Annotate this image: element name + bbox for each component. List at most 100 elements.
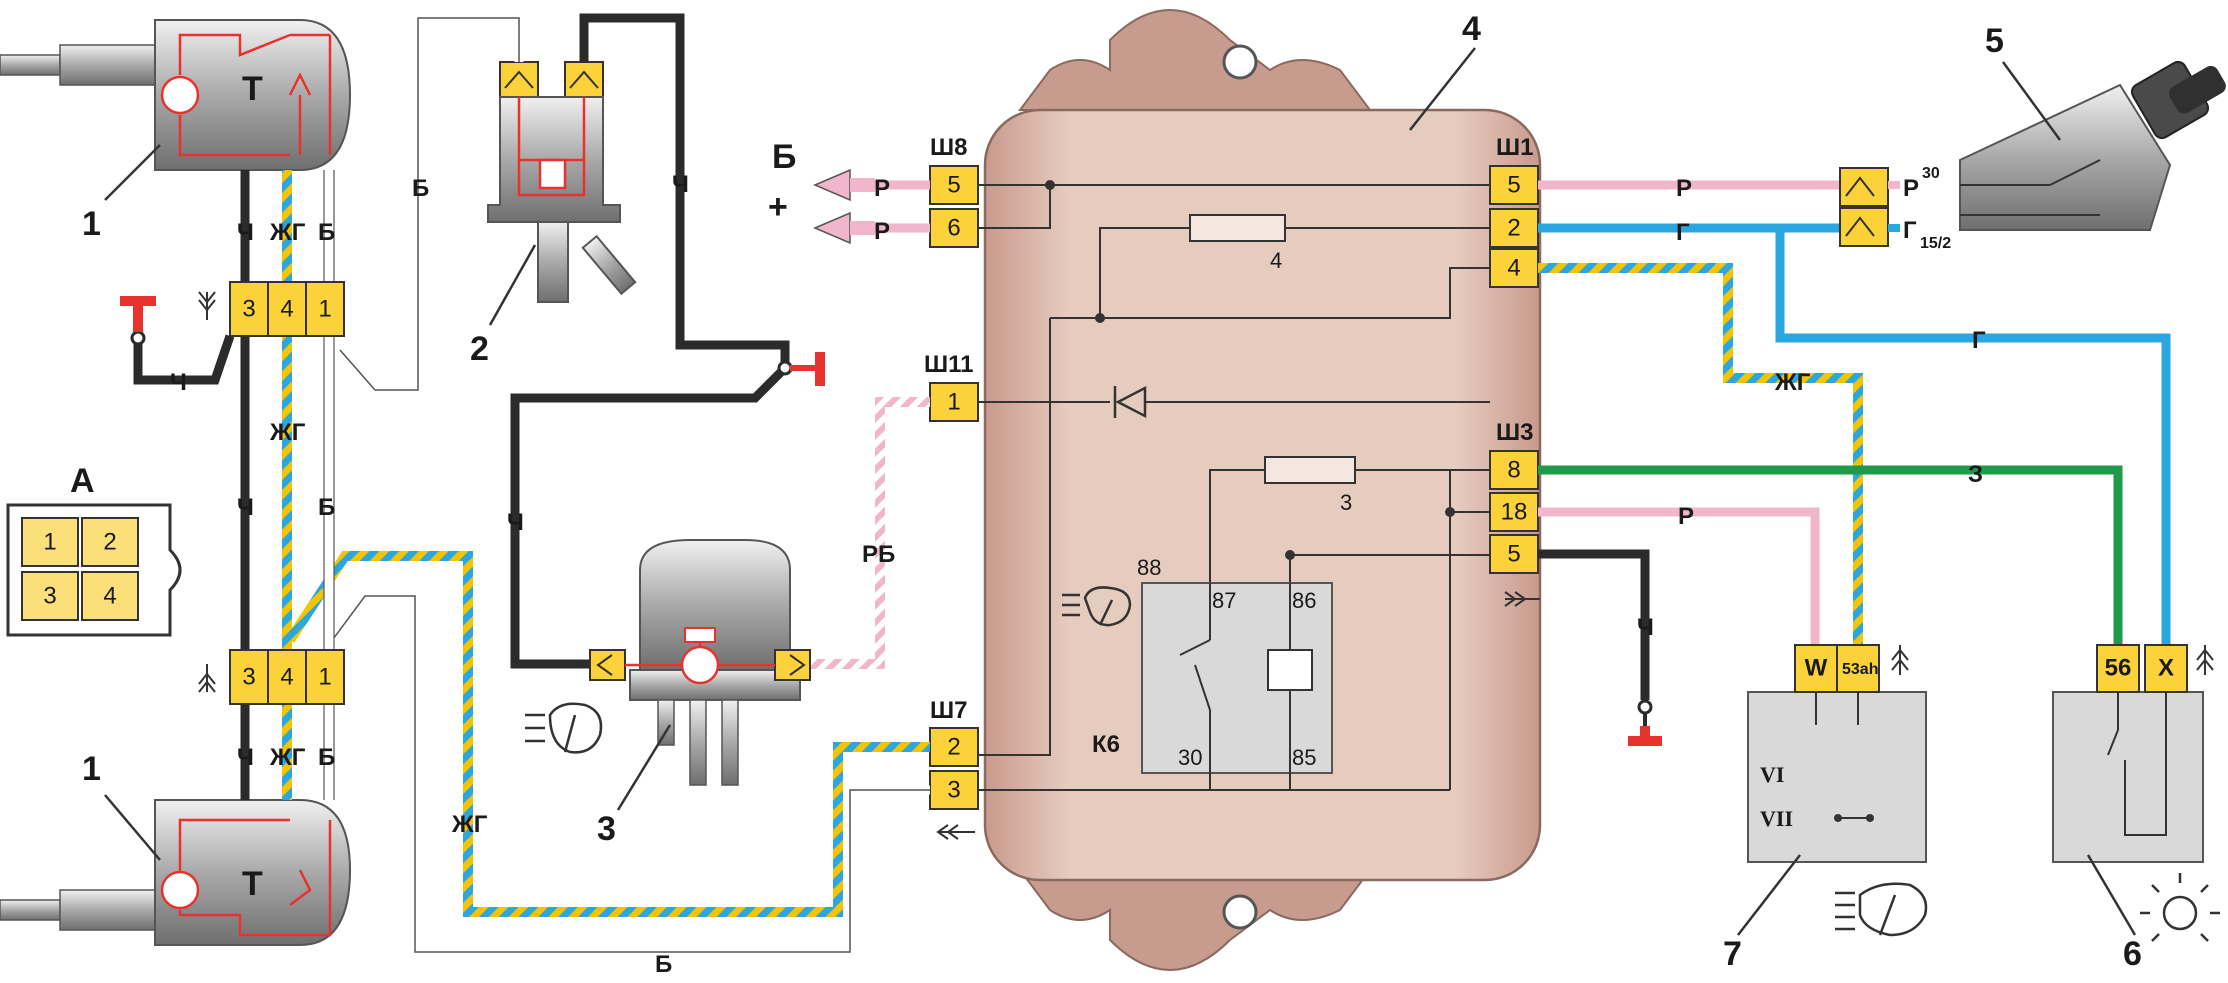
pump-2 (487, 61, 637, 303)
svg-text:6: 6 (947, 215, 960, 242)
wire-label-ch-bot: Ч (237, 744, 254, 771)
switch-term-30: 30 (1922, 165, 1940, 182)
wire-blue-switch (1775, 223, 2171, 655)
wire-label-rb: РБ (862, 541, 895, 568)
block7-pin-w: W (1805, 655, 1828, 682)
fuse-4-label: 4 (1270, 248, 1282, 273)
svg-text:1: 1 (318, 296, 331, 323)
wire-green (1538, 465, 2123, 655)
connector-symbol-top (198, 291, 216, 320)
svg-text:4: 4 (1507, 255, 1520, 282)
wire-label-ch-mid: Ч (237, 494, 254, 521)
headlamp-corrector-bottom (0, 799, 352, 946)
harness-left (240, 170, 335, 800)
relay-block-4 (983, 9, 1542, 971)
wire-label-ch-gnd-right: Ч (1637, 614, 1654, 641)
wire-label-ch-ground: Ч (170, 369, 187, 396)
label-2: 2 (470, 330, 489, 368)
block6-pin-x: X (2158, 655, 2174, 682)
connector-sh3: 8 18 5 (1489, 450, 1539, 574)
relay-pin-85: 85 (1292, 745, 1316, 770)
wire-label-r-sh1: Р (1676, 175, 1692, 202)
relay-label: К6 (1092, 731, 1120, 758)
wire-label-zhg-right: ЖГ (1774, 369, 1811, 396)
svg-text:2: 2 (947, 734, 960, 761)
connector-sh8-label: Ш8 (930, 134, 967, 161)
label-5: 5 (1985, 22, 2004, 60)
svg-text:18: 18 (1501, 499, 1528, 526)
connector-sh1: 5 2 4 (1489, 165, 1539, 288)
light-icon (2140, 873, 2220, 942)
switch7-vi: VI (1760, 762, 1784, 787)
connector-A: 1 2 3 4 (6, 503, 182, 637)
washer-pump-3 (589, 539, 811, 786)
block6-pin-56: 56 (2105, 655, 2132, 682)
battery-letter: Б (772, 138, 796, 176)
wire-zhg-loop (285, 551, 930, 917)
wire-rb (790, 397, 930, 669)
wire-label-b-loop: Б (655, 951, 672, 978)
relay-pin-30: 30 (1178, 745, 1202, 770)
wire-label-b-mid: Б (318, 494, 335, 521)
svg-text:4: 4 (280, 664, 293, 691)
wire-label-zhg-top: ЖГ (269, 219, 306, 246)
headlamp-washer-icon (1062, 586, 1132, 627)
wire-label-zhg-bot: ЖГ (269, 744, 306, 771)
wire-label-g-sw: Г (1903, 217, 1917, 244)
wire-pink-sh3 (1538, 507, 1820, 655)
svg-text:2: 2 (103, 529, 116, 556)
svg-text:4: 4 (103, 583, 116, 610)
wire-label-r-pink: Р (1678, 503, 1694, 530)
connector-sh1-label: Ш1 (1496, 134, 1533, 161)
wire-label-ch-left: Ч (507, 509, 524, 536)
wire-label-r2: Р (874, 218, 890, 245)
svg-text:5: 5 (947, 172, 960, 199)
wire-label-b-top: Б (318, 219, 335, 246)
label-1-bottom: 1 (82, 750, 101, 788)
headlamp-washer-icon-3 (525, 702, 603, 754)
switch-term-15: 15/2 (1920, 235, 1951, 252)
relay-pin-87: 87 (1212, 588, 1236, 613)
wire-label-g-right: Г (1972, 327, 1986, 354)
wire-label-zhg-loop: ЖГ (451, 811, 488, 838)
connector-symbol-7 (1891, 645, 1909, 675)
label-1-top: 1 (82, 205, 101, 243)
connector-block-top: 3 4 1 (229, 281, 345, 337)
fuse-3-label: 3 (1340, 490, 1352, 515)
connector-symbol-bottom (198, 664, 216, 693)
wiper-switch-7 (1747, 644, 1927, 863)
wire-label-z-green: З (1968, 461, 1983, 488)
headlamp-letter-top: Т (242, 70, 263, 108)
wire-label-b-n2: Б (412, 175, 429, 202)
svg-text:3: 3 (947, 777, 960, 804)
relay-k6 (1141, 582, 1333, 790)
label-6: 6 (2123, 935, 2142, 973)
wiper-icon (1835, 882, 1928, 937)
label-7: 7 (1723, 935, 1742, 973)
wire-label-g-sh1: Г (1676, 219, 1690, 246)
connector-symbol-sh3 (1504, 591, 1540, 607)
svg-text:4: 4 (280, 296, 293, 323)
light-switch-6 (2052, 644, 2204, 863)
connector-symbol-6 (2196, 645, 2214, 675)
svg-text:1: 1 (947, 389, 960, 416)
wire-label-r1: Р (874, 175, 890, 202)
headlamp-letter-bottom: Т (242, 865, 263, 903)
wire-black-n2 (579, 13, 790, 368)
ground-symbol-left (120, 296, 156, 306)
ignition-switch-5 (1839, 60, 2226, 247)
connector-sh11-label: Ш11 (924, 351, 974, 378)
svg-text:5: 5 (1507, 172, 1520, 199)
label-4: 4 (1462, 10, 1481, 48)
connector-sh7-label: Ш7 (930, 697, 967, 724)
svg-text:3: 3 (43, 583, 56, 610)
connector-block-bottom: 3 4 1 (229, 649, 345, 705)
connector-symbol-sh7 (936, 824, 975, 840)
svg-text:1: 1 (318, 664, 331, 691)
svg-text:8: 8 (1507, 457, 1520, 484)
block7-pin-53ah: 53ah (1842, 661, 1878, 678)
connector-sh11: 1 (929, 382, 979, 422)
wire-zhg-sh1 (1538, 263, 1863, 655)
label-A: А (70, 462, 95, 500)
